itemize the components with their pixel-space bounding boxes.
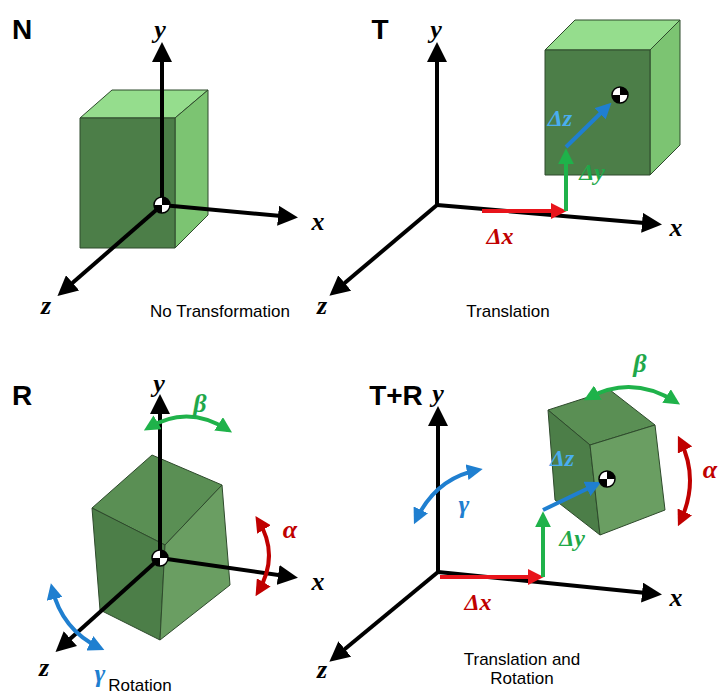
offset-label: Δy (579, 159, 605, 185)
rotation-arrows (52, 416, 269, 648)
angle-label: β (193, 390, 206, 419)
caption: Translation and Rotation (437, 651, 607, 688)
panel-letter: N (12, 15, 32, 46)
axis-label: y (430, 16, 442, 45)
angle-label: γ (459, 491, 470, 520)
origin-target (599, 471, 615, 487)
axis-label: x (670, 214, 683, 243)
caption: No Transformation (150, 303, 290, 322)
panel-letter: T+R (369, 381, 423, 412)
axis-label: y (153, 370, 165, 399)
origin-target (152, 550, 168, 566)
angle-label: α (283, 516, 297, 545)
axis-label: y (432, 380, 444, 409)
axis-label: x (312, 568, 325, 597)
axis-label: z (39, 654, 49, 683)
caption: Translation (466, 303, 549, 322)
offset-label: Δz (548, 105, 572, 131)
rotation-arrows (416, 387, 690, 522)
translation-arrows (440, 484, 597, 577)
axes (334, 48, 656, 292)
axis-label: z (317, 656, 327, 685)
offset-label: Δx (486, 223, 513, 249)
axes (60, 400, 292, 648)
offset-label: Δy (559, 525, 585, 551)
cube (545, 20, 680, 175)
axes (62, 48, 292, 292)
axis-label: y (154, 16, 166, 45)
offset-label: Δz (550, 445, 574, 471)
axis-label: z (317, 292, 327, 321)
angle-label: α (703, 456, 717, 485)
panel-letter: R (12, 381, 32, 412)
angle-label: γ (95, 660, 106, 689)
offset-label: Δx (464, 589, 491, 615)
translation-arrows (482, 106, 608, 211)
origin-target (612, 87, 628, 103)
angle-label: β (633, 350, 646, 379)
cube (548, 390, 665, 535)
axis-label: x (312, 208, 325, 237)
caption: Rotation (108, 677, 171, 696)
panel-letter: T (371, 15, 388, 46)
axis-label: x (670, 584, 683, 613)
cube (80, 90, 208, 248)
axis-label: z (41, 292, 51, 321)
origin-target (154, 197, 170, 213)
